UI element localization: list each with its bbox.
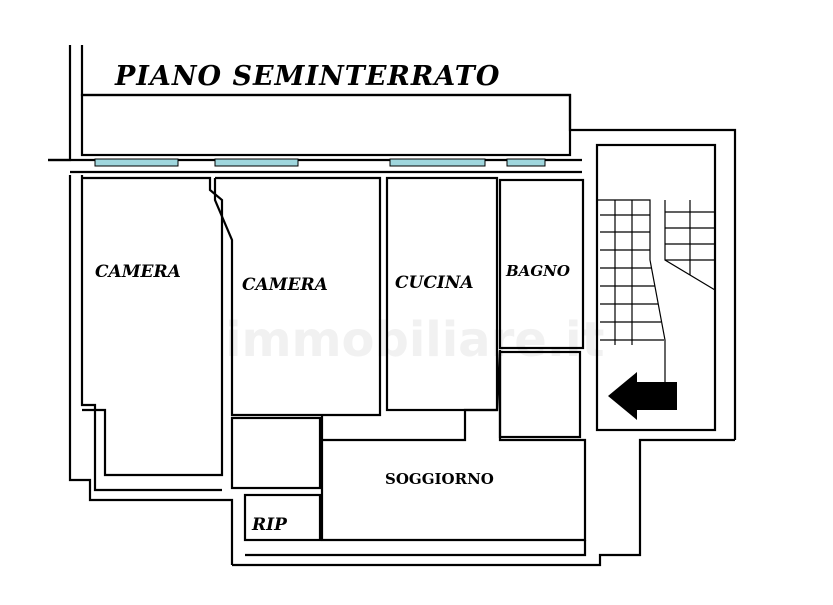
label-soggiorno: SOGGIORNO — [385, 470, 494, 488]
room-soggiorno — [320, 349, 587, 542]
room-disimpegno — [230, 416, 322, 490]
room-camera-2 — [213, 176, 382, 417]
label-rip: RIP — [251, 515, 288, 535]
room-cucina — [385, 176, 499, 412]
room-camera-1 — [82, 176, 224, 477]
plan-title: PIANO SEMINTERRATO — [114, 61, 500, 92]
room-ingresso — [498, 350, 582, 439]
label-camera-1: CAMERA — [95, 262, 181, 282]
window — [214, 158, 299, 167]
window — [389, 158, 486, 167]
window — [94, 158, 179, 167]
room-bagno — [498, 178, 585, 350]
label-camera-2: CAMERA — [242, 275, 328, 295]
watermark: immobiliare.it — [225, 312, 604, 368]
label-cucina: CUCINA — [395, 273, 474, 293]
window — [506, 158, 546, 167]
arrow-left-icon — [608, 372, 677, 420]
label-bagno: BAGNO — [505, 262, 570, 280]
staircase — [595, 143, 717, 432]
room-rip — [243, 493, 322, 542]
